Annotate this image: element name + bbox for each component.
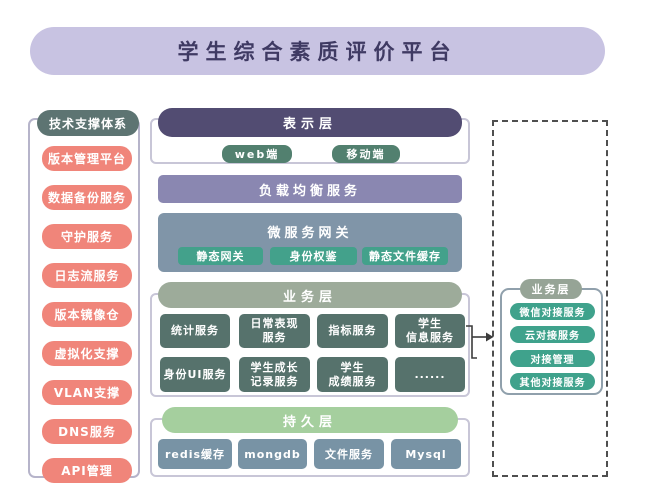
integration-wechat: 微信对接服务 (510, 303, 595, 320)
integration-header: 业务层 (520, 279, 582, 299)
service-statistics: 统计服务 (160, 314, 230, 348)
tech-support-list: 版本管理平台 数据备份服务 守护服务 日志流服务 版本镜像仓 虚拟化支撑 VLA… (42, 146, 132, 483)
integration-other: 其他对接服务 (510, 373, 595, 390)
gateway-auth: 身份权鉴 (270, 247, 357, 265)
persistence-layer-header: 持久层 (162, 407, 458, 433)
integration-cloud: 云对接服务 (510, 326, 595, 343)
sidebar-item-image-repo: 版本镜像仓 (42, 302, 132, 327)
page-title: 学生综合素质评价平台 (30, 27, 605, 75)
service-student-grades: 学生 成绩服务 (317, 357, 388, 392)
service-more-ellipsis: ...... (395, 357, 465, 392)
integration-dashed-region (492, 120, 608, 477)
gateway-static: 静态网关 (178, 247, 263, 265)
gateway-box: 微服务网关 静态网关 身份权鉴 静态文件缓存 (158, 213, 462, 272)
service-identity-ui: 身份UI服务 (160, 357, 230, 392)
tech-support-header: 技术支撑体系 (37, 110, 139, 136)
gateway-title: 微服务网关 (267, 226, 353, 241)
sidebar-item-api-mgmt: API管理 (42, 458, 132, 483)
load-balancer-bar: 负载均衡服务 (158, 175, 462, 203)
gateway-file-cache: 静态文件缓存 (362, 247, 448, 265)
sidebar-item-daemon: 守护服务 (42, 224, 132, 249)
sidebar-item-dns: DNS服务 (42, 419, 132, 444)
sidebar-item-vlan: VLAN支撑 (42, 380, 132, 405)
store-mysql: Mysql (391, 439, 461, 469)
sidebar-item-data-backup: 数据备份服务 (42, 185, 132, 210)
client-mobile: 移动端 (332, 145, 400, 163)
integration-management: 对接管理 (510, 350, 595, 367)
tech-support-panel (28, 118, 140, 478)
sidebar-item-log-stream: 日志流服务 (42, 263, 132, 288)
store-mongdb: mongdb (238, 439, 307, 469)
business-layer-header: 业务层 (158, 282, 462, 308)
service-daily-performance: 日常表现 服务 (239, 314, 310, 348)
store-file-service: 文件服务 (314, 439, 384, 469)
store-redis: redis缓存 (158, 439, 232, 469)
service-student-info: 学生 信息服务 (395, 314, 465, 348)
service-growth-record: 学生成长 记录服务 (239, 357, 310, 392)
service-indicator: 指标服务 (317, 314, 388, 348)
sidebar-item-version-mgmt: 版本管理平台 (42, 146, 132, 171)
client-web: web端 (222, 145, 292, 163)
sidebar-item-virtualization: 虚拟化支撑 (42, 341, 132, 366)
presentation-layer-header: 表示层 (158, 108, 462, 137)
